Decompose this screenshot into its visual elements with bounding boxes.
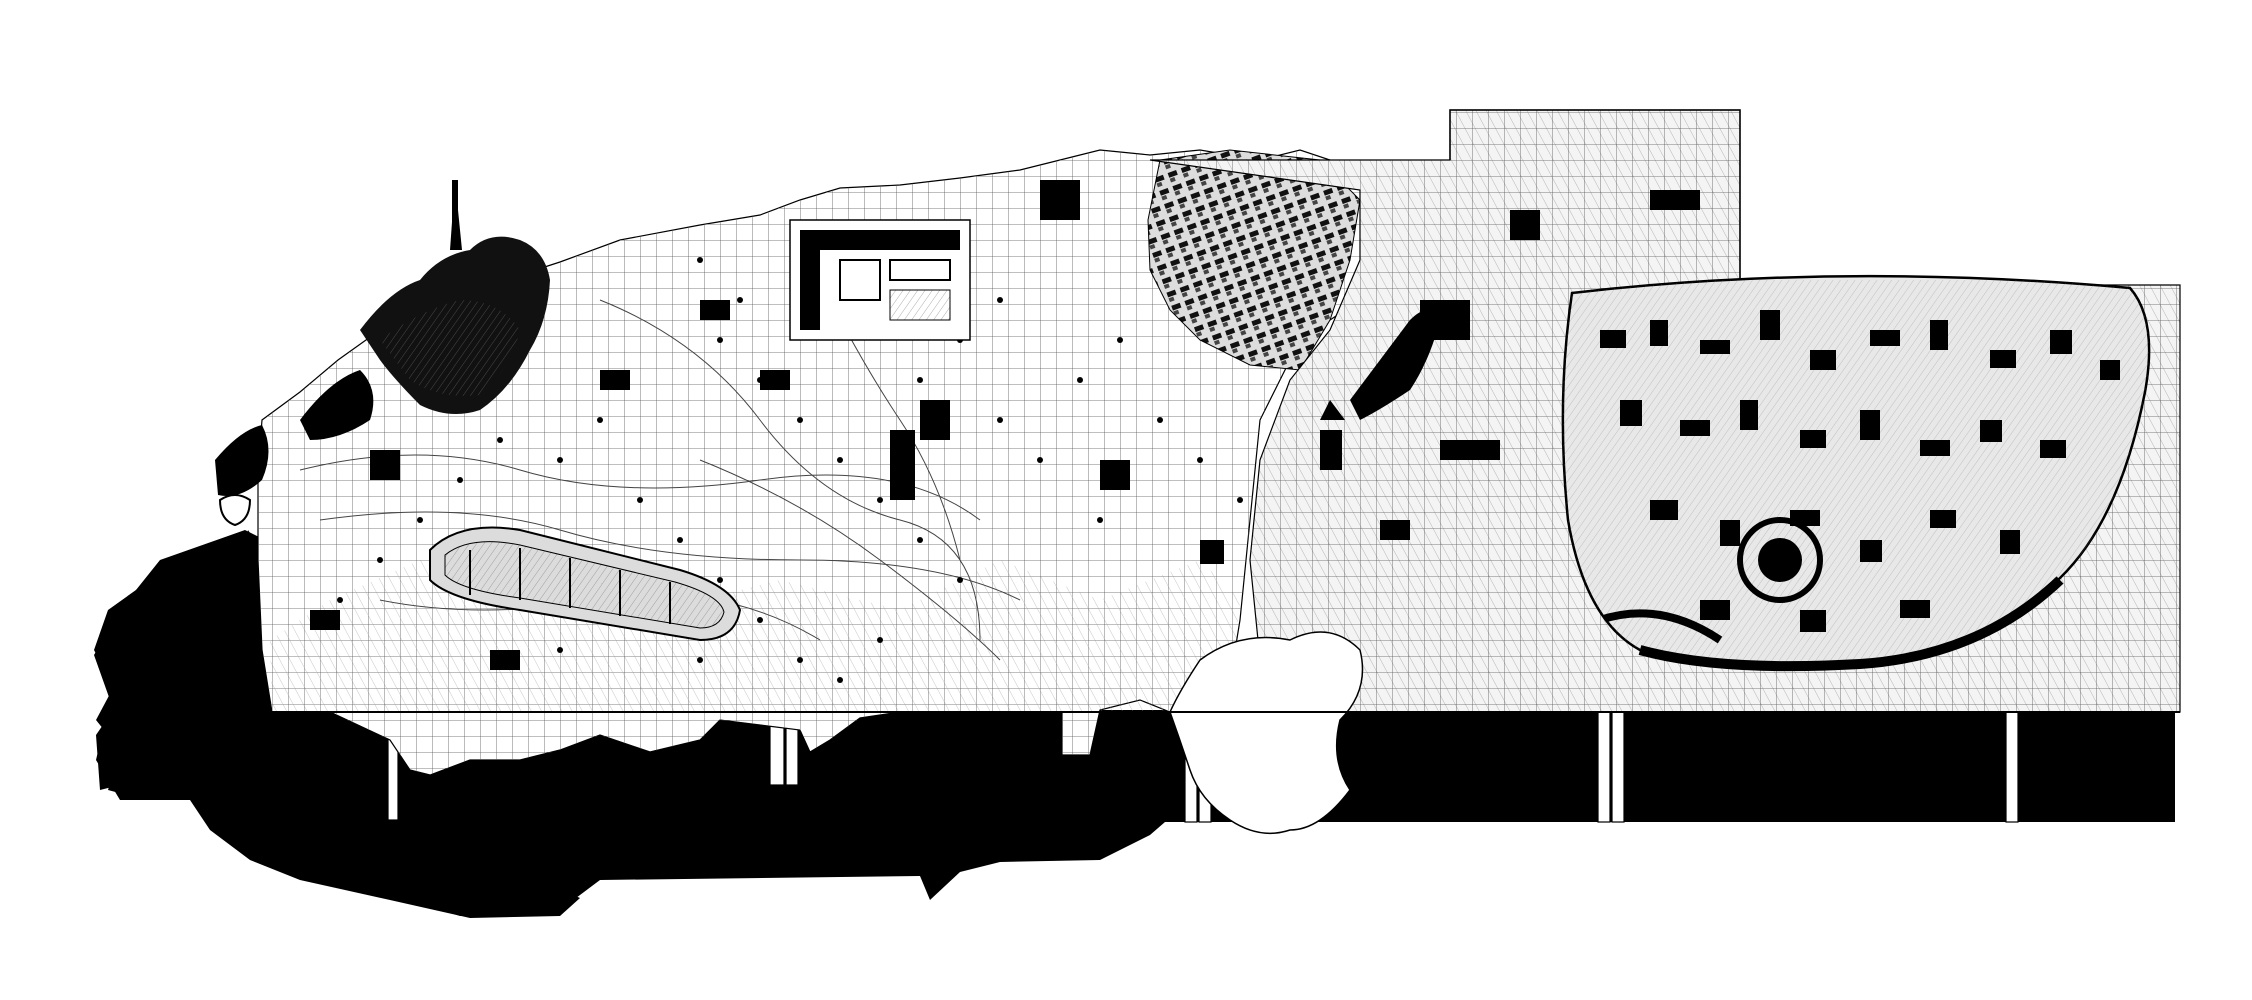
- silhouette-figures: [310, 180, 1700, 670]
- ground-shadow-band: [94, 530, 2175, 916]
- linear-courtyard-building: [429, 526, 742, 642]
- terrain-contours: [299, 279, 1021, 661]
- stepped-upper-block: [1449, 109, 1741, 285]
- coastal-shadow-mass: [96, 530, 272, 800]
- bay-cutout: [1169, 631, 1364, 835]
- forest-cluster: [215, 180, 550, 527]
- crater-city-basin: [1561, 274, 2151, 672]
- campus-block: [789, 219, 971, 341]
